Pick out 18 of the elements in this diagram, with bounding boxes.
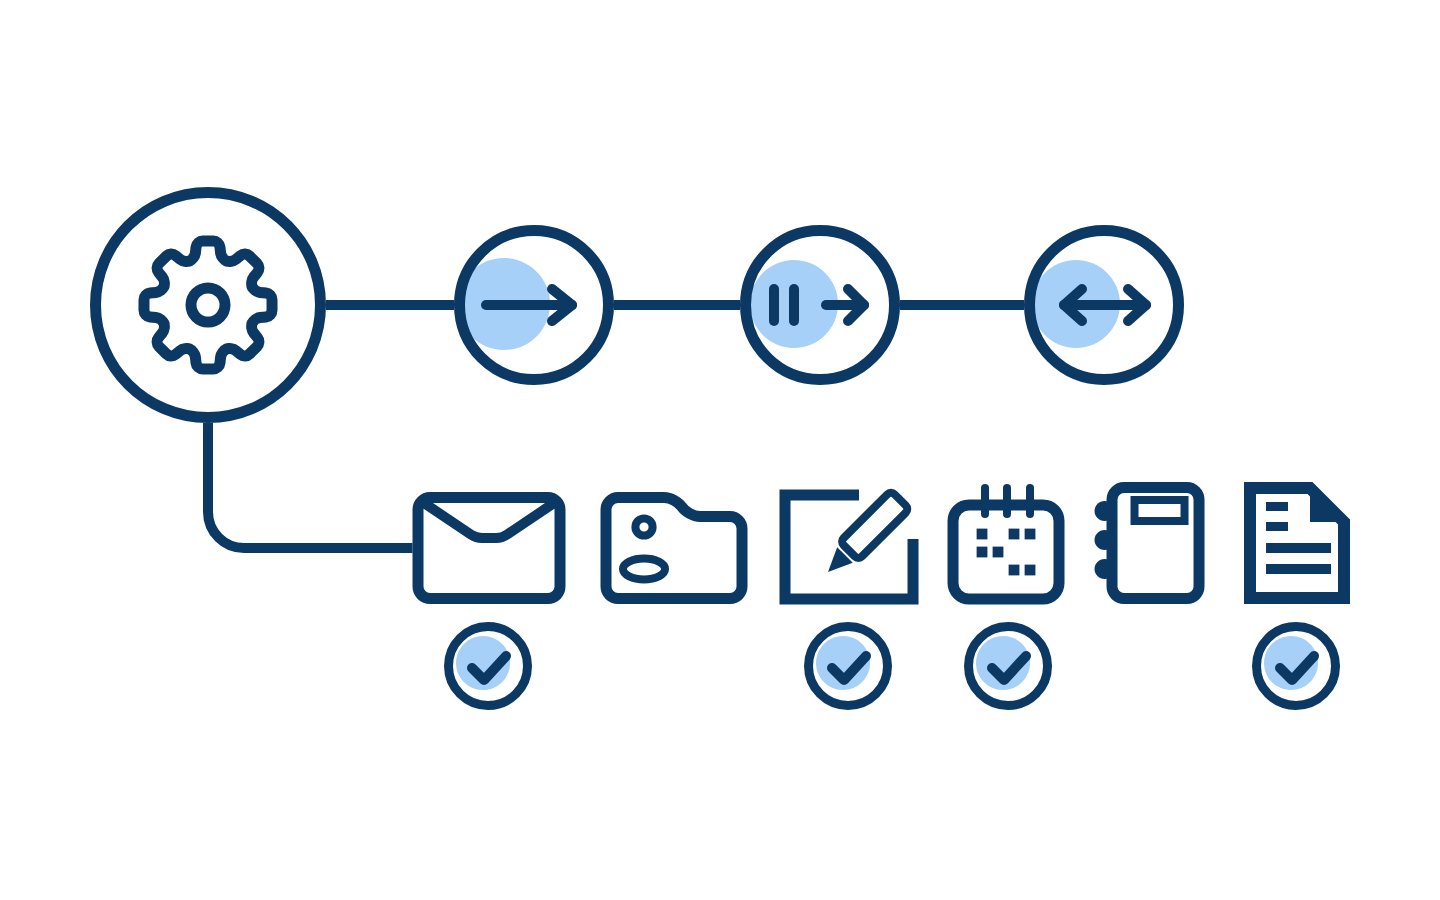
- pencil-square-icon: [779, 488, 919, 605]
- check-icon: [964, 622, 1052, 710]
- connector-line: [900, 300, 1024, 310]
- check-icon: [804, 622, 892, 710]
- check-icon: [1252, 622, 1340, 710]
- envelope-icon: [412, 492, 566, 604]
- check-icon: [444, 622, 532, 710]
- connector-line: [203, 423, 413, 553]
- step-circle: [454, 225, 614, 385]
- notebook-icon: [1094, 482, 1205, 604]
- connector-line: [614, 300, 740, 310]
- calendar-icon: [947, 484, 1065, 605]
- document-icon: [1244, 482, 1350, 604]
- connector-line: [326, 300, 454, 310]
- step-circle: [90, 187, 326, 423]
- step-circle: [740, 225, 900, 385]
- person-folder-icon: [600, 492, 748, 604]
- step-circle: [1024, 225, 1184, 385]
